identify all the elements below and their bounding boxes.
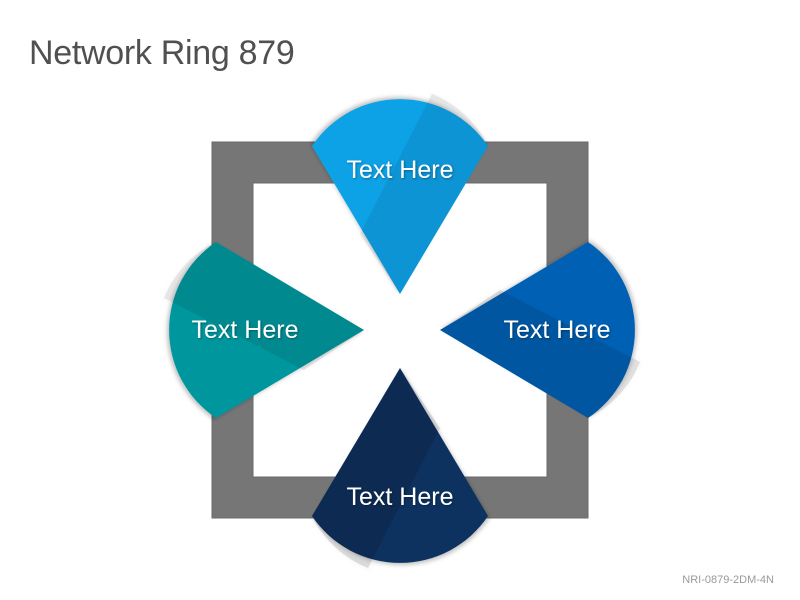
petal-left xyxy=(164,242,364,418)
petal-right-shade xyxy=(440,290,640,418)
petal-left-label: Text Here xyxy=(192,316,299,344)
petal-top-shade xyxy=(360,94,488,294)
page-title: Network Ring 879 xyxy=(29,34,295,72)
petal-bottom-shade xyxy=(312,368,440,568)
petal-top xyxy=(312,94,488,294)
footer-code: NRI-0879-2DM-4N xyxy=(682,574,774,586)
petal-top-label: Text Here xyxy=(347,156,454,184)
petal-right xyxy=(440,242,640,418)
petal-bottom-label: Text Here xyxy=(347,483,454,511)
petal-bottom xyxy=(312,368,488,568)
petal-right-label: Text Here xyxy=(504,316,611,344)
petal-left-shade xyxy=(164,242,364,370)
